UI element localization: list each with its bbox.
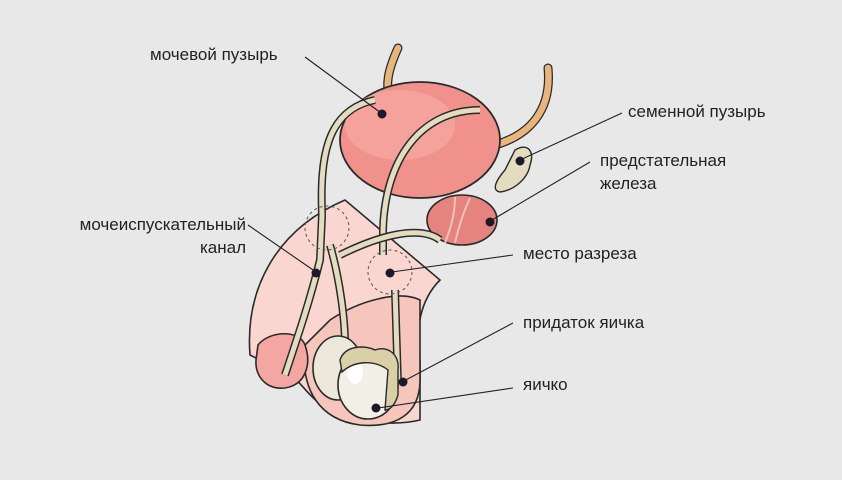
incision-circle-right — [367, 249, 413, 295]
epididymis — [339, 346, 399, 411]
label-prostate-line1: предстательная — [600, 151, 727, 170]
label-bladder: мочевой пузырь — [150, 45, 278, 64]
leader-lines — [247, 56, 623, 409]
testis-front — [337, 350, 399, 420]
label-epididymis: придаток яичка — [523, 313, 645, 332]
label-incision-site: место разреза — [523, 244, 637, 263]
seminal-vesicle — [494, 146, 533, 193]
incision-circle-left — [304, 205, 350, 251]
label-urethra-line1: мочеиспускательный — [79, 215, 246, 234]
label-urethra-line2: канал — [199, 238, 246, 257]
label-seminal-vesicle: семенной пузырь — [628, 102, 766, 121]
pointer-dots — [311, 109, 525, 413]
label-testis: яичко — [523, 375, 568, 394]
label-prostate-line2: железа — [600, 174, 657, 193]
prostate — [426, 194, 498, 246]
